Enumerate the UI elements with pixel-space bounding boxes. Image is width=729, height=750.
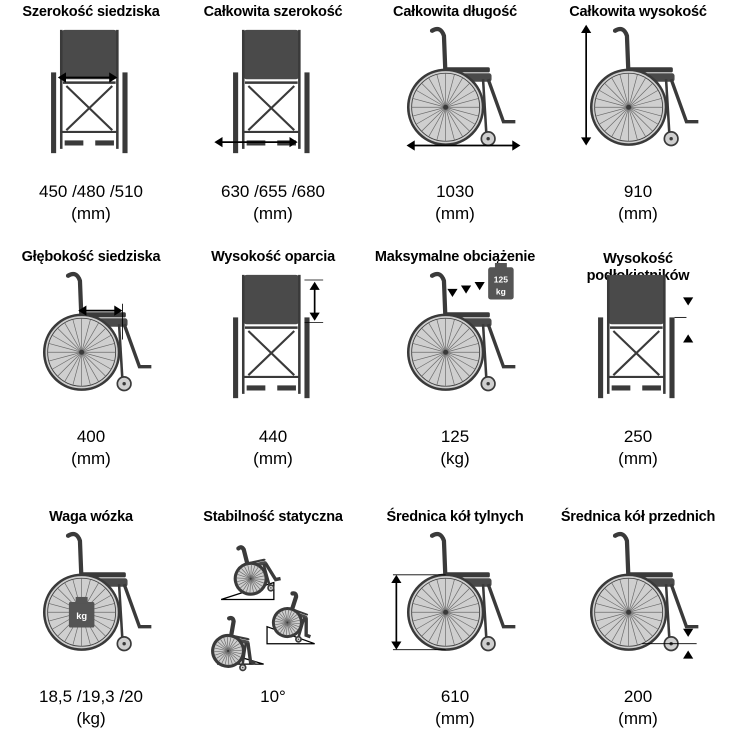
spec-unit: (kg) [440,449,470,468]
spec-value: 450 /480 /510 [39,182,143,201]
spec-value: 630 /655 /680 [221,182,325,201]
spec-unit: (mm) [71,204,111,223]
spec-value: 610 [440,687,470,706]
spec-unit: (mm) [618,449,658,468]
spec-value: 125 [440,427,470,446]
spec-value: 1030 [436,182,474,201]
wheelchair-side-icon: kg [42,531,152,652]
spec-cell: Stabilność statyczna 10° [182,505,364,750]
spec-unit: (mm) [618,204,658,223]
wheelchair-front-icon [233,274,324,399]
spec-unit: (mm) [253,204,293,223]
spec-value: 250 [623,427,653,446]
stability-ramps-icon [211,545,315,672]
spec-title-text: Stabilność statyczna [203,509,343,525]
spec-cell: Wysokość oparcia 440 (mm) [182,245,364,490]
spec-title: Maksymalne obciążenie [364,249,546,266]
wheelchair-side-icon [391,531,516,652]
wheelchair-side-icon [42,271,152,392]
spec-unit: (mm) [435,709,475,728]
spec-title-text: Całkowita długość [393,4,517,20]
spec-cell: Wysokośćpodłokietników250(mm) [547,245,729,490]
spec-value: 10° [260,687,286,706]
spec-cell: Całkowita szerokość 630 /655 /680 (mm) [182,0,364,245]
spec-cell: Średnica kół przednich 200 (mm) [547,505,729,750]
spec-cell: Całkowita długość 1030 (mm) [364,0,546,245]
spec-cell: Średnica kół tylnych 610 (mm) [364,505,546,750]
spec-cell: Szerokość siedziska 450 /480 /510 (mm) [0,0,182,245]
spec-cell: Głębokość siedziska 400 (mm) [0,245,182,490]
spec-title: Całkowita szerokość [182,4,364,21]
spec-value: 18,5 /19,3 /20 [39,687,143,706]
svg-text:kg: kg [76,611,87,621]
spec-unit: (mm) [71,449,111,468]
spec-title-text: Głębokość siedziska [21,249,161,265]
spec-title: Całkowita wysokość [547,4,729,21]
spec-title-text: Wysokość [603,251,673,267]
wheelchair-front-icon [51,29,128,154]
spec-unit: (mm) [435,204,475,223]
spec-value: 400 [76,427,106,446]
svg-text:125: 125 [494,275,508,285]
spec-value: 200 [623,687,653,706]
svg-text:kg: kg [496,286,506,296]
spec-title-text: Całkowita szerokość [203,4,343,20]
wheelchair-front-icon [598,274,694,399]
spec-value: 910 [623,182,653,201]
spec-cell: Całkowita wysokość 910 (mm) [547,0,729,245]
spec-title: Średnica kół tylnych [364,509,546,526]
spec-title-text: Średnica kół przednich [560,509,716,525]
spec-title-text: Całkowita wysokość [569,4,707,20]
spec-title: Stabilność statyczna [182,509,364,526]
spec-title-text: Wysokość oparcia [211,249,335,265]
spec-title-text: Maksymalne obciążenie [374,249,536,265]
spec-unit: (mm) [618,709,658,728]
wheelchair-side-icon [589,531,699,659]
spec-title: Szerokość siedziska [0,4,182,21]
spec-title-text: Waga wózka [49,509,133,525]
spec-title: Głębokość siedziska [0,249,182,266]
wheelchair-side-icon [581,24,699,147]
spec-unit: (kg) [76,709,106,728]
wheelchair-side-icon [406,26,521,151]
spec-value: 440 [258,427,288,446]
spec-title-text: Szerokość siedziska [22,4,160,20]
spec-unit: (mm) [253,449,293,468]
spec-cell: Waga wózka kg 18,5 /19,3 /20 (kg) [0,505,182,750]
spec-title: Średnica kół przednich [547,509,729,526]
spec-title: Wysokość oparcia [182,249,364,266]
spec-title: Waga wózka [0,509,182,526]
spec-title: Całkowita długość [364,4,546,21]
wheelchair-front-icon [214,29,310,154]
spec-title-text: Średnica kół tylnych [386,509,524,525]
